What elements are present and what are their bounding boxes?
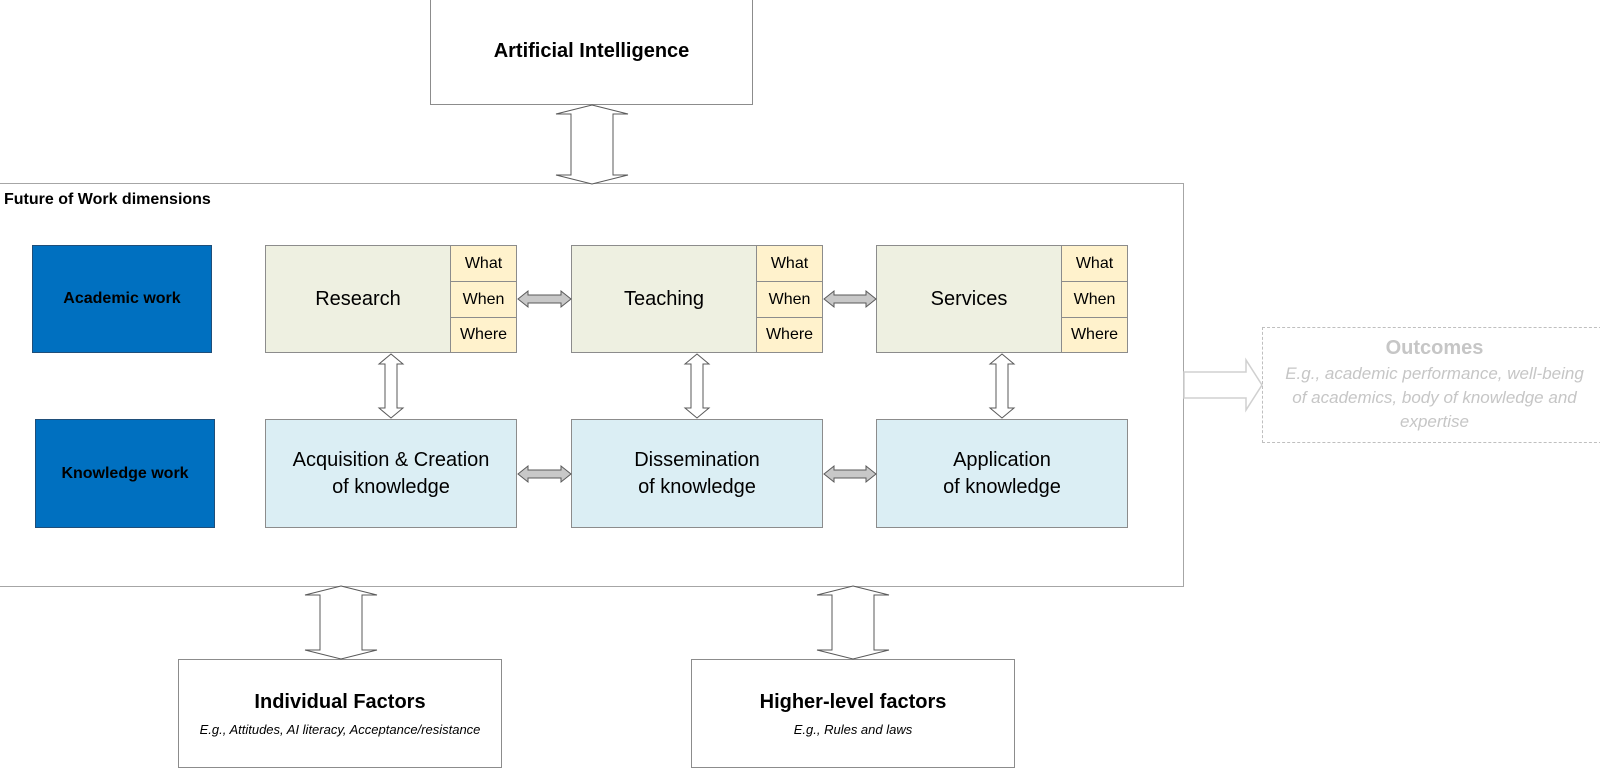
services-what-tag: What xyxy=(1061,245,1128,282)
tag-text: When xyxy=(462,290,505,308)
application-box: Application of knowledge xyxy=(876,419,1128,528)
individual-factors-box: Individual Factors E.g., Attitudes, AI l… xyxy=(178,659,502,768)
services-application-arrow xyxy=(988,353,1016,419)
acquisition-creation-box: Acquisition & Creation of knowledge xyxy=(265,419,517,528)
knowledge-work-box: Knowledge work xyxy=(35,419,215,528)
knowledge-line1: Dissemination xyxy=(634,448,760,471)
knowledge-line2: of knowledge xyxy=(332,475,450,498)
research-when-tag: When xyxy=(450,281,517,318)
academic-work-label: Academic work xyxy=(63,290,181,307)
tag-text: Where xyxy=(765,326,814,343)
individual-factors-title: Individual Factors xyxy=(254,690,426,713)
outcomes-arrow xyxy=(1183,357,1263,413)
acquisition-dissemination-arrow xyxy=(517,464,572,484)
research-label: Research xyxy=(315,287,401,310)
teaching-what-tag: What xyxy=(756,245,823,282)
tag-text: What xyxy=(464,254,503,272)
research-teaching-arrow xyxy=(517,289,572,309)
research-acquisition-arrow xyxy=(377,353,405,419)
research-where-tag: Where xyxy=(450,317,517,353)
artificial-intelligence-label: Artificial Intelligence xyxy=(493,40,690,62)
individual-factors-subtitle: E.g., Attitudes, AI literacy, Acceptance… xyxy=(199,721,481,737)
higher-level-factors-arrow xyxy=(816,585,890,660)
tag-text: What xyxy=(1075,254,1114,272)
outcomes-line3: expertise xyxy=(1400,411,1469,431)
higher-level-factors-subtitle: E.g., Rules and laws xyxy=(793,721,913,737)
research-box: Research xyxy=(265,245,451,353)
tag-text: Where xyxy=(459,326,508,343)
outcomes-line2: of academics, body of knowledge and xyxy=(1292,387,1577,407)
knowledge-line2: of knowledge xyxy=(943,475,1061,498)
knowledge-line1: Application xyxy=(953,448,1051,471)
teaching-dissemination-arrow xyxy=(683,353,711,419)
academic-work-box: Academic work xyxy=(32,245,212,353)
teaching-when-tag: When xyxy=(756,281,823,318)
dissemination-box: Dissemination of knowledge xyxy=(571,419,823,528)
services-box: Services xyxy=(876,245,1062,353)
services-when-tag: When xyxy=(1061,281,1128,318)
tag-text: When xyxy=(1073,290,1116,308)
knowledge-work-label: Knowledge work xyxy=(61,464,189,482)
teaching-where-tag: Where xyxy=(756,317,823,353)
tag-text: When xyxy=(768,290,811,308)
teaching-services-arrow xyxy=(823,289,877,309)
services-where-tag: Where xyxy=(1061,317,1128,353)
research-what-tag: What xyxy=(450,245,517,282)
frame-label: Future of Work dimensions xyxy=(4,191,211,208)
outcomes-title: Outcomes xyxy=(1385,336,1484,359)
teaching-box: Teaching xyxy=(571,245,757,353)
ai-frame-arrow xyxy=(555,104,629,185)
services-label: Services xyxy=(930,287,1008,310)
knowledge-line1: Acquisition & Creation xyxy=(292,448,490,471)
higher-level-factors-box: Higher-level factors E.g., Rules and law… xyxy=(691,659,1015,768)
tag-text: What xyxy=(770,254,809,272)
knowledge-line2: of knowledge xyxy=(638,475,756,498)
dissemination-application-arrow xyxy=(823,464,877,484)
artificial-intelligence-box: Artificial Intelligence xyxy=(430,0,753,105)
tag-text: Where xyxy=(1070,326,1119,343)
teaching-label: Teaching xyxy=(623,287,705,310)
higher-level-factors-title: Higher-level factors xyxy=(759,690,947,713)
outcomes-box: Outcomes E.g., academic performance, wel… xyxy=(1262,327,1600,443)
outcomes-line1: E.g., academic performance, well-being xyxy=(1285,363,1584,383)
individual-factors-arrow xyxy=(304,585,378,660)
